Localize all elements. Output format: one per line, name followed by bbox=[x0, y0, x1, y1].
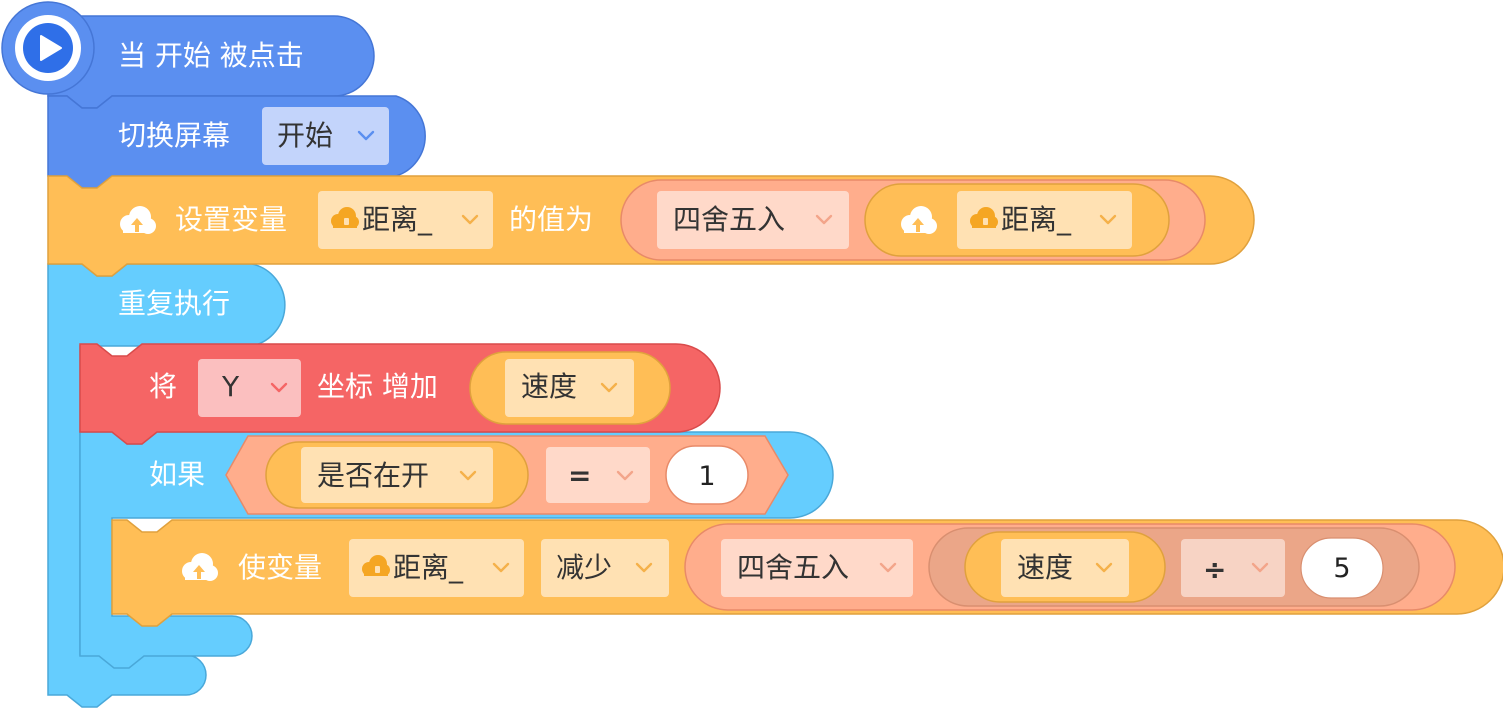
operator-text: = bbox=[568, 459, 591, 492]
speed-dropdown-text: 速度 bbox=[521, 370, 577, 403]
round-dropdown-2[interactable] bbox=[721, 539, 913, 597]
chevron-down-icon bbox=[270, 382, 288, 393]
switch-screen-label: 切换屏幕 bbox=[118, 119, 230, 152]
chevron-down-icon bbox=[459, 470, 477, 481]
mode-dropdown[interactable] bbox=[541, 539, 669, 597]
forever-label: 重复执行 bbox=[118, 287, 230, 320]
lock-cloud-icon bbox=[362, 555, 390, 576]
chevron-down-icon bbox=[815, 214, 833, 225]
screen-dropdown-text: 开始 bbox=[277, 119, 333, 152]
round-dropdown[interactable] bbox=[657, 191, 849, 249]
divide-operator-dropdown[interactable] bbox=[1181, 539, 1285, 597]
chevron-down-icon bbox=[357, 130, 375, 141]
set-variable-label: 设置变量 bbox=[175, 203, 287, 236]
change-y-label-pre: 将 bbox=[149, 370, 177, 403]
chevron-down-icon bbox=[1095, 562, 1113, 573]
set-variable-to-label: 的值为 bbox=[509, 203, 593, 236]
compare-value-input[interactable] bbox=[665, 445, 749, 505]
hat-label: 当 开始 被点击 bbox=[118, 39, 304, 72]
axis-dropdown-text: Y bbox=[221, 370, 240, 403]
change-variable-label: 使变量 bbox=[238, 551, 322, 584]
inner-variable-dropdown[interactable] bbox=[957, 191, 1132, 249]
chevron-down-icon bbox=[635, 562, 653, 573]
screen-dropdown[interactable] bbox=[262, 107, 389, 165]
if-label: 如果 bbox=[149, 458, 205, 491]
inner-variable-name: 距离_ bbox=[1001, 203, 1072, 236]
change-variable-name: 距离_ bbox=[393, 551, 464, 584]
speed-dropdown[interactable] bbox=[505, 359, 634, 417]
chevron-down-icon bbox=[879, 562, 897, 573]
operator-dropdown[interactable] bbox=[546, 447, 650, 503]
change-variable-dropdown[interactable] bbox=[349, 539, 524, 597]
cloud-upload-icon bbox=[120, 206, 156, 234]
divisor-text: 5 bbox=[1333, 553, 1350, 584]
cloud-upload-icon bbox=[901, 206, 937, 234]
chevron-down-icon bbox=[461, 214, 479, 225]
divide-operator-text: ÷ bbox=[1203, 553, 1226, 586]
chevron-down-icon bbox=[1099, 214, 1117, 225]
chevron-down-icon bbox=[1251, 562, 1269, 573]
speed-dropdown-2[interactable] bbox=[1001, 539, 1129, 597]
divisor-input[interactable] bbox=[1300, 537, 1384, 599]
condition-var-dropdown[interactable] bbox=[301, 447, 493, 503]
axis-dropdown[interactable] bbox=[198, 359, 301, 417]
speed-dropdown-2-text: 速度 bbox=[1017, 551, 1073, 584]
round-dropdown-2-text: 四舍五入 bbox=[737, 551, 849, 584]
lock-cloud-icon bbox=[970, 207, 998, 228]
set-variable-dropdown[interactable] bbox=[318, 191, 493, 249]
round-dropdown-text: 四舍五入 bbox=[673, 203, 785, 236]
chevron-down-icon bbox=[492, 562, 510, 573]
condition-var-text: 是否在开 bbox=[317, 459, 429, 492]
play-icon-triangle bbox=[40, 35, 62, 61]
change-y-label-post: 坐标 增加 bbox=[317, 370, 438, 403]
mode-dropdown-text: 减少 bbox=[556, 551, 612, 584]
chevron-down-icon bbox=[616, 470, 634, 481]
cloud-upload-icon bbox=[182, 553, 218, 581]
lock-cloud-icon bbox=[331, 207, 359, 228]
compare-value-text: 1 bbox=[698, 461, 715, 492]
set-variable-name: 距离_ bbox=[362, 203, 433, 236]
chevron-down-icon bbox=[600, 382, 618, 393]
